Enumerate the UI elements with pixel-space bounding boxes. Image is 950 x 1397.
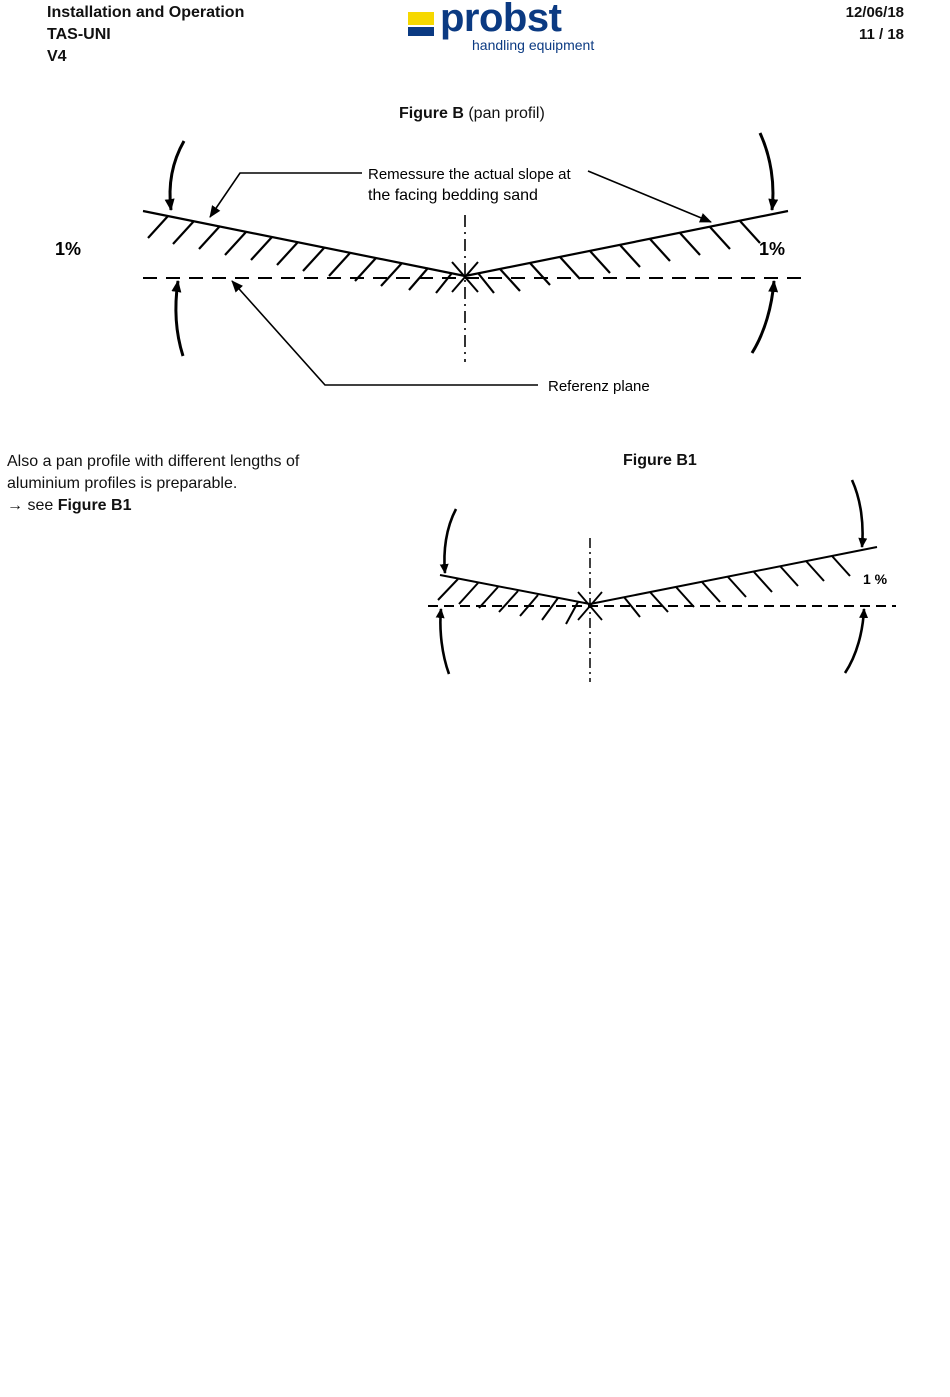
b1-surface-hatching xyxy=(437,555,851,625)
header-left: Installation and Operation TAS-UNI V4 xyxy=(47,2,244,68)
surface-hatching xyxy=(147,215,761,294)
annotation-leader-right xyxy=(587,170,712,223)
figure-b-caption: Figure B (pan profil) xyxy=(399,105,545,123)
b1-right-top-arrow-icon xyxy=(850,479,868,548)
reference-plane-label: Referenz plane xyxy=(548,378,650,395)
logo-brand: probst xyxy=(440,0,562,40)
figure-b-caption-bold: Figure B xyxy=(399,105,464,122)
see-figure-ref: Figure B1 xyxy=(57,497,132,514)
left-top-arrow-icon xyxy=(164,140,186,211)
logo-mark-icon xyxy=(408,12,434,38)
body-line-1: Also a pan profile with different length… xyxy=(7,453,300,470)
version: V4 xyxy=(47,48,67,65)
annotation-text-line1: Remessure the actual slope at xyxy=(368,166,571,183)
slope-line-left xyxy=(142,209,466,278)
b1-slope-line-left xyxy=(439,574,591,605)
b1-right-bottom-arrow-icon xyxy=(843,608,869,674)
b1-slope-line-right xyxy=(589,546,878,605)
slope-label-right: 1% xyxy=(759,239,785,259)
document-title: Installation and Operation xyxy=(47,4,245,21)
reference-leader xyxy=(231,280,538,386)
body-see-reference: → see Figure B1 xyxy=(7,495,367,517)
probst-logo: probst handling equipment xyxy=(408,0,600,54)
left-bottom-arrow-icon xyxy=(171,280,185,357)
right-bottom-arrow-icon xyxy=(750,280,779,354)
page-number: 11 / 18 xyxy=(858,26,904,43)
slope-line-right xyxy=(464,209,789,278)
body-paragraph: Also a pan profile with different length… xyxy=(7,451,367,517)
right-top-arrow-icon xyxy=(758,132,779,211)
figure-b1-diagram: 1 % xyxy=(428,479,896,682)
header-right: 12/06/18 11 / 18 xyxy=(846,2,904,46)
b1-left-bottom-arrow-icon xyxy=(435,608,451,675)
see-text: see xyxy=(23,497,58,514)
slope-label-left: 1% xyxy=(55,239,81,259)
right-arrow-icon: → xyxy=(7,497,23,514)
product-name: TAS-UNI xyxy=(47,26,111,43)
annotation-leader-left xyxy=(209,172,362,218)
b1-center-cross xyxy=(577,591,603,621)
logo-tagline: handling equipment xyxy=(472,37,595,53)
body-line-2: aluminium profiles is preparable. xyxy=(7,475,238,492)
annotation-text-line2: the facing bedding sand xyxy=(368,187,538,204)
figure-b-caption-rest: (pan profil) xyxy=(463,105,545,122)
center-cross xyxy=(451,261,479,293)
document-date: 12/06/18 xyxy=(845,4,904,21)
b1-left-top-arrow-icon xyxy=(439,508,458,574)
figure-b-diagram: Remessure the actual slope at the facing… xyxy=(55,132,810,395)
figure-b1-caption: Figure B1 xyxy=(623,452,697,469)
b1-slope-label-right: 1 % xyxy=(863,571,888,587)
